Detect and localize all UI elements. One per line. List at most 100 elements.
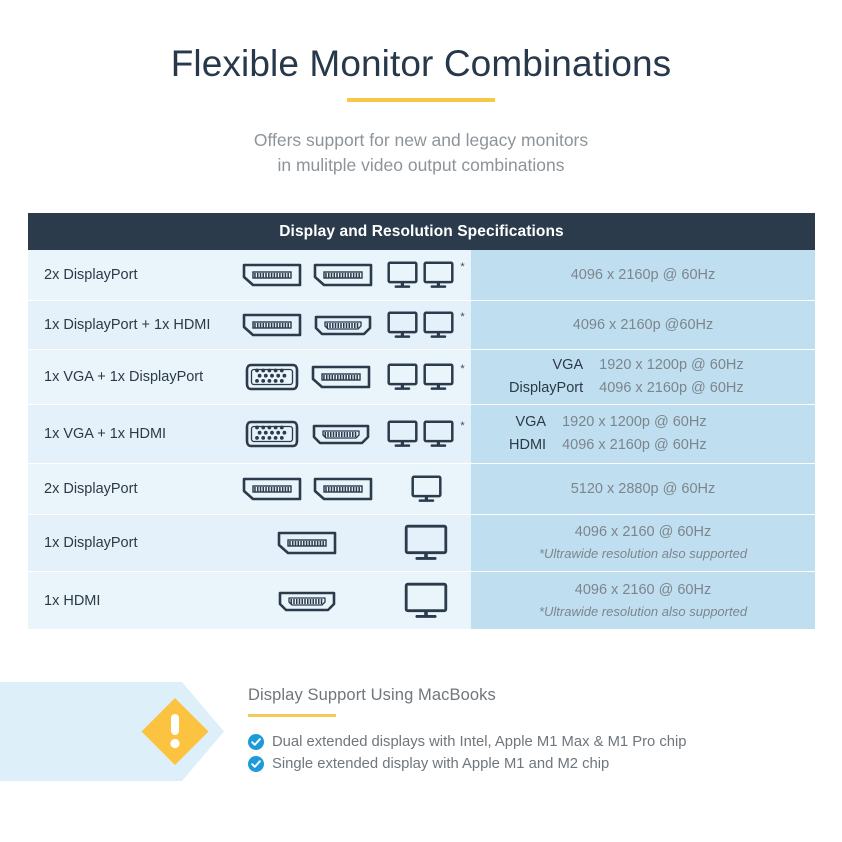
table-row: 2x DisplayPort * 4096 x 2160p @ 60Hz [28,250,815,301]
row-right-cell: 4096 x 2160 @ 60Hz*Ultrawide resolution … [471,572,815,629]
macbook-support-list: Dual extended displays with Intel, Apple… [248,734,828,772]
asterisk-marker: * [460,310,465,323]
row-monitors: * [381,362,471,392]
row-connectors [233,312,381,338]
displayport-connector-icon [242,263,301,287]
asterisk-marker: * [460,260,465,273]
row-monitors: * [381,419,471,449]
warning-band [0,676,226,787]
vga-connector-icon [245,420,298,448]
table-row: 1x VGA + 1x HDMI * VGA HDMI 1920 x 1200p @ 6… [28,405,815,464]
row-connectors [233,476,381,502]
hdmi-connector-icon [312,424,369,445]
list-item-label: Single extended display with Apple M1 an… [272,756,610,772]
resolution-value: 4096 x 2160p @ 60Hz [562,437,707,453]
monitor-icon [387,310,418,338]
row-connectors [233,362,381,392]
hero-subtitle-line-2: in mulitple video output combinations [277,155,565,176]
row-monitors [381,524,471,562]
row-label: 1x VGA + 1x HDMI [44,426,167,442]
row-label: 2x DisplayPort [44,481,138,497]
warning-diamond-icon [141,698,209,765]
displayport-connector-icon [242,313,301,337]
page-title: Flexible Monitor Combinations [170,43,672,84]
row-monitors [381,474,471,504]
row-label: 2x DisplayPort [44,267,138,283]
row-right-cell: 4096 x 2160p @60Hz [471,301,815,349]
table-row: 1x DisplayPort + 1x HDMI * 4096 x 2160p @6… [28,301,815,350]
row-left-cell: 2x DisplayPort [28,464,471,514]
row-label: 1x DisplayPort + 1x HDMI [44,317,211,333]
macbook-support-title: Display Support Using MacBooks [248,686,496,704]
list-item-label: Dual extended displays with Intel, Apple… [272,734,687,750]
hero-subtitle-line-1: Offers support for new and legacy monito… [253,129,589,150]
resolution-value: 5120 x 2880p @ 60Hz [570,481,716,497]
monitor-icon [387,260,418,288]
hdmi-connector-icon [314,315,371,336]
monitor-icon [387,419,418,447]
row-monitors: * [381,310,471,340]
spec-table-body: 2x DisplayPort * 4096 x 2160p @ 60Hz 1x Dis… [28,250,815,629]
spec-table-header: Display and Resolution Specifications [28,213,815,250]
resolution-value: 1920 x 1200p @ 60Hz [599,356,744,373]
row-monitors [381,582,471,620]
hero-subtitle: Offers support for new and legacy monito… [0,128,842,179]
check-circle-icon [248,734,264,750]
table-row: 2x DisplayPort 5120 x 2880p @ 60Hz [28,464,815,515]
resolution-text: 4096 x 2160 @ 60Hz [574,581,712,598]
monitor-icon [404,524,448,560]
warning-band-shape [0,682,224,781]
table-row: 1x DisplayPort 4096 x 2160 @ 60Hz *Ultrawi… [28,515,815,572]
resolution-value: 4096 x 2160p @ 60Hz [570,267,716,283]
row-left-cell: 1x HDMI [28,572,471,629]
macbook-support-panel: Display Support Using MacBooks Dual exte… [248,686,828,778]
monitor-icon [410,474,442,502]
monitor-icon [423,260,454,288]
resolution-note: *Ultrawide resolution also supported [538,546,748,562]
resolution-values: 1920 x 1200p @ 60Hz 4096 x 2160p @ 60Hz [599,354,744,401]
row-connectors [233,588,381,614]
row-right-cell: 4096 x 2160p @ 60Hz [471,250,815,300]
resolution-name: HDMI [509,437,547,453]
title-underline-rule [347,97,495,102]
row-label: 1x VGA + 1x DisplayPort [44,369,204,385]
list-item: Single extended display with Apple M1 an… [248,756,828,772]
monitor-icon [423,362,454,390]
check-circle-icon [248,756,264,772]
displayport-connector-icon [313,263,372,287]
monitor-icon [404,582,448,618]
resolution-text: 4096 x 2160 @ 60Hz [574,524,712,541]
asterisk-marker: * [460,419,465,432]
row-connectors [233,262,381,288]
row-left-cell: 1x VGA + 1x DisplayPort * [28,350,471,404]
monitor-icon [387,362,418,390]
hdmi-connector-icon [278,591,336,611]
row-connectors [233,419,381,449]
row-left-cell: 2x DisplayPort * [28,250,471,300]
row-monitors: * [381,260,471,290]
spec-table: Display and Resolution Specifications 2x… [28,213,815,629]
resolution-name: VGA [552,356,584,373]
row-left-cell: 1x DisplayPort [28,515,471,571]
displayport-connector-icon [313,477,372,501]
row-left-cell: 1x DisplayPort + 1x HDMI * [28,301,471,349]
resolution-value: 4096 x 2160 @ 60Hz*Ultrawide resolution … [471,580,815,622]
displayport-connector-icon [277,531,337,555]
row-connectors [233,530,381,556]
monitor-icon [423,419,454,447]
displayport-connector-icon [242,477,301,501]
vga-connector-icon [245,363,298,391]
resolution-name: VGA [515,413,547,430]
hero-section: Flexible Monitor Combinations Offers sup… [0,0,842,178]
resolution-value: 4096 x 2160 @ 60Hz *Ultrawide resolution … [471,522,815,564]
resolution-value: 4096 x 2160p @ 60Hz [599,380,744,396]
list-item: Dual extended displays with Intel, Apple… [248,734,828,750]
macbook-title-underline [248,714,336,717]
resolution-names: VGA HDMI [509,411,546,458]
asterisk-marker: * [460,362,465,375]
